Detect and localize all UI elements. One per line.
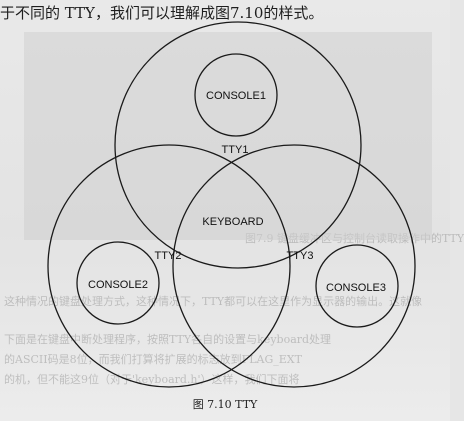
tty3-label: TTY3 — [287, 250, 314, 262]
tty2-circle — [47, 144, 291, 388]
figure-caption: 图 7.10 TTY — [192, 398, 258, 411]
console3-circle — [315, 244, 399, 328]
tty-venn-diagram: CONSOLE1 TTY1 KEYBOARD TTY2 TTY3 CONSOLE… — [24, 21, 432, 388]
bleed-through-line: 的机，但不能这9位（对于'keyboard.h'）这样，我们下面将 — [4, 373, 300, 386]
tty3-circle — [172, 144, 416, 388]
tty2-label: TTY2 — [155, 250, 182, 262]
figure-shade — [24, 32, 432, 240]
bleed-through-line: 下面是在键盘中断处理程序，按照TTY各自的设置与keyboard处理 — [4, 333, 332, 346]
console1-label: CONSOLE1 — [206, 90, 266, 102]
console3-label: CONSOLE3 — [326, 282, 386, 294]
tty1-label: TTY1 — [222, 144, 249, 156]
tty1-circle — [114, 21, 362, 269]
intro-text: 于不同的 TTY，我们可以理解成图7.10的样式。 — [0, 4, 324, 22]
console1-circle — [194, 53, 278, 137]
bleed-through-line: 的ASCII码是8位，而我们打算将扩展的标志放到FLAG_EXT — [4, 353, 302, 366]
keyboard-label: KEYBOARD — [202, 216, 263, 228]
console2-label: CONSOLE2 — [88, 279, 148, 291]
console2-circle — [76, 241, 160, 325]
